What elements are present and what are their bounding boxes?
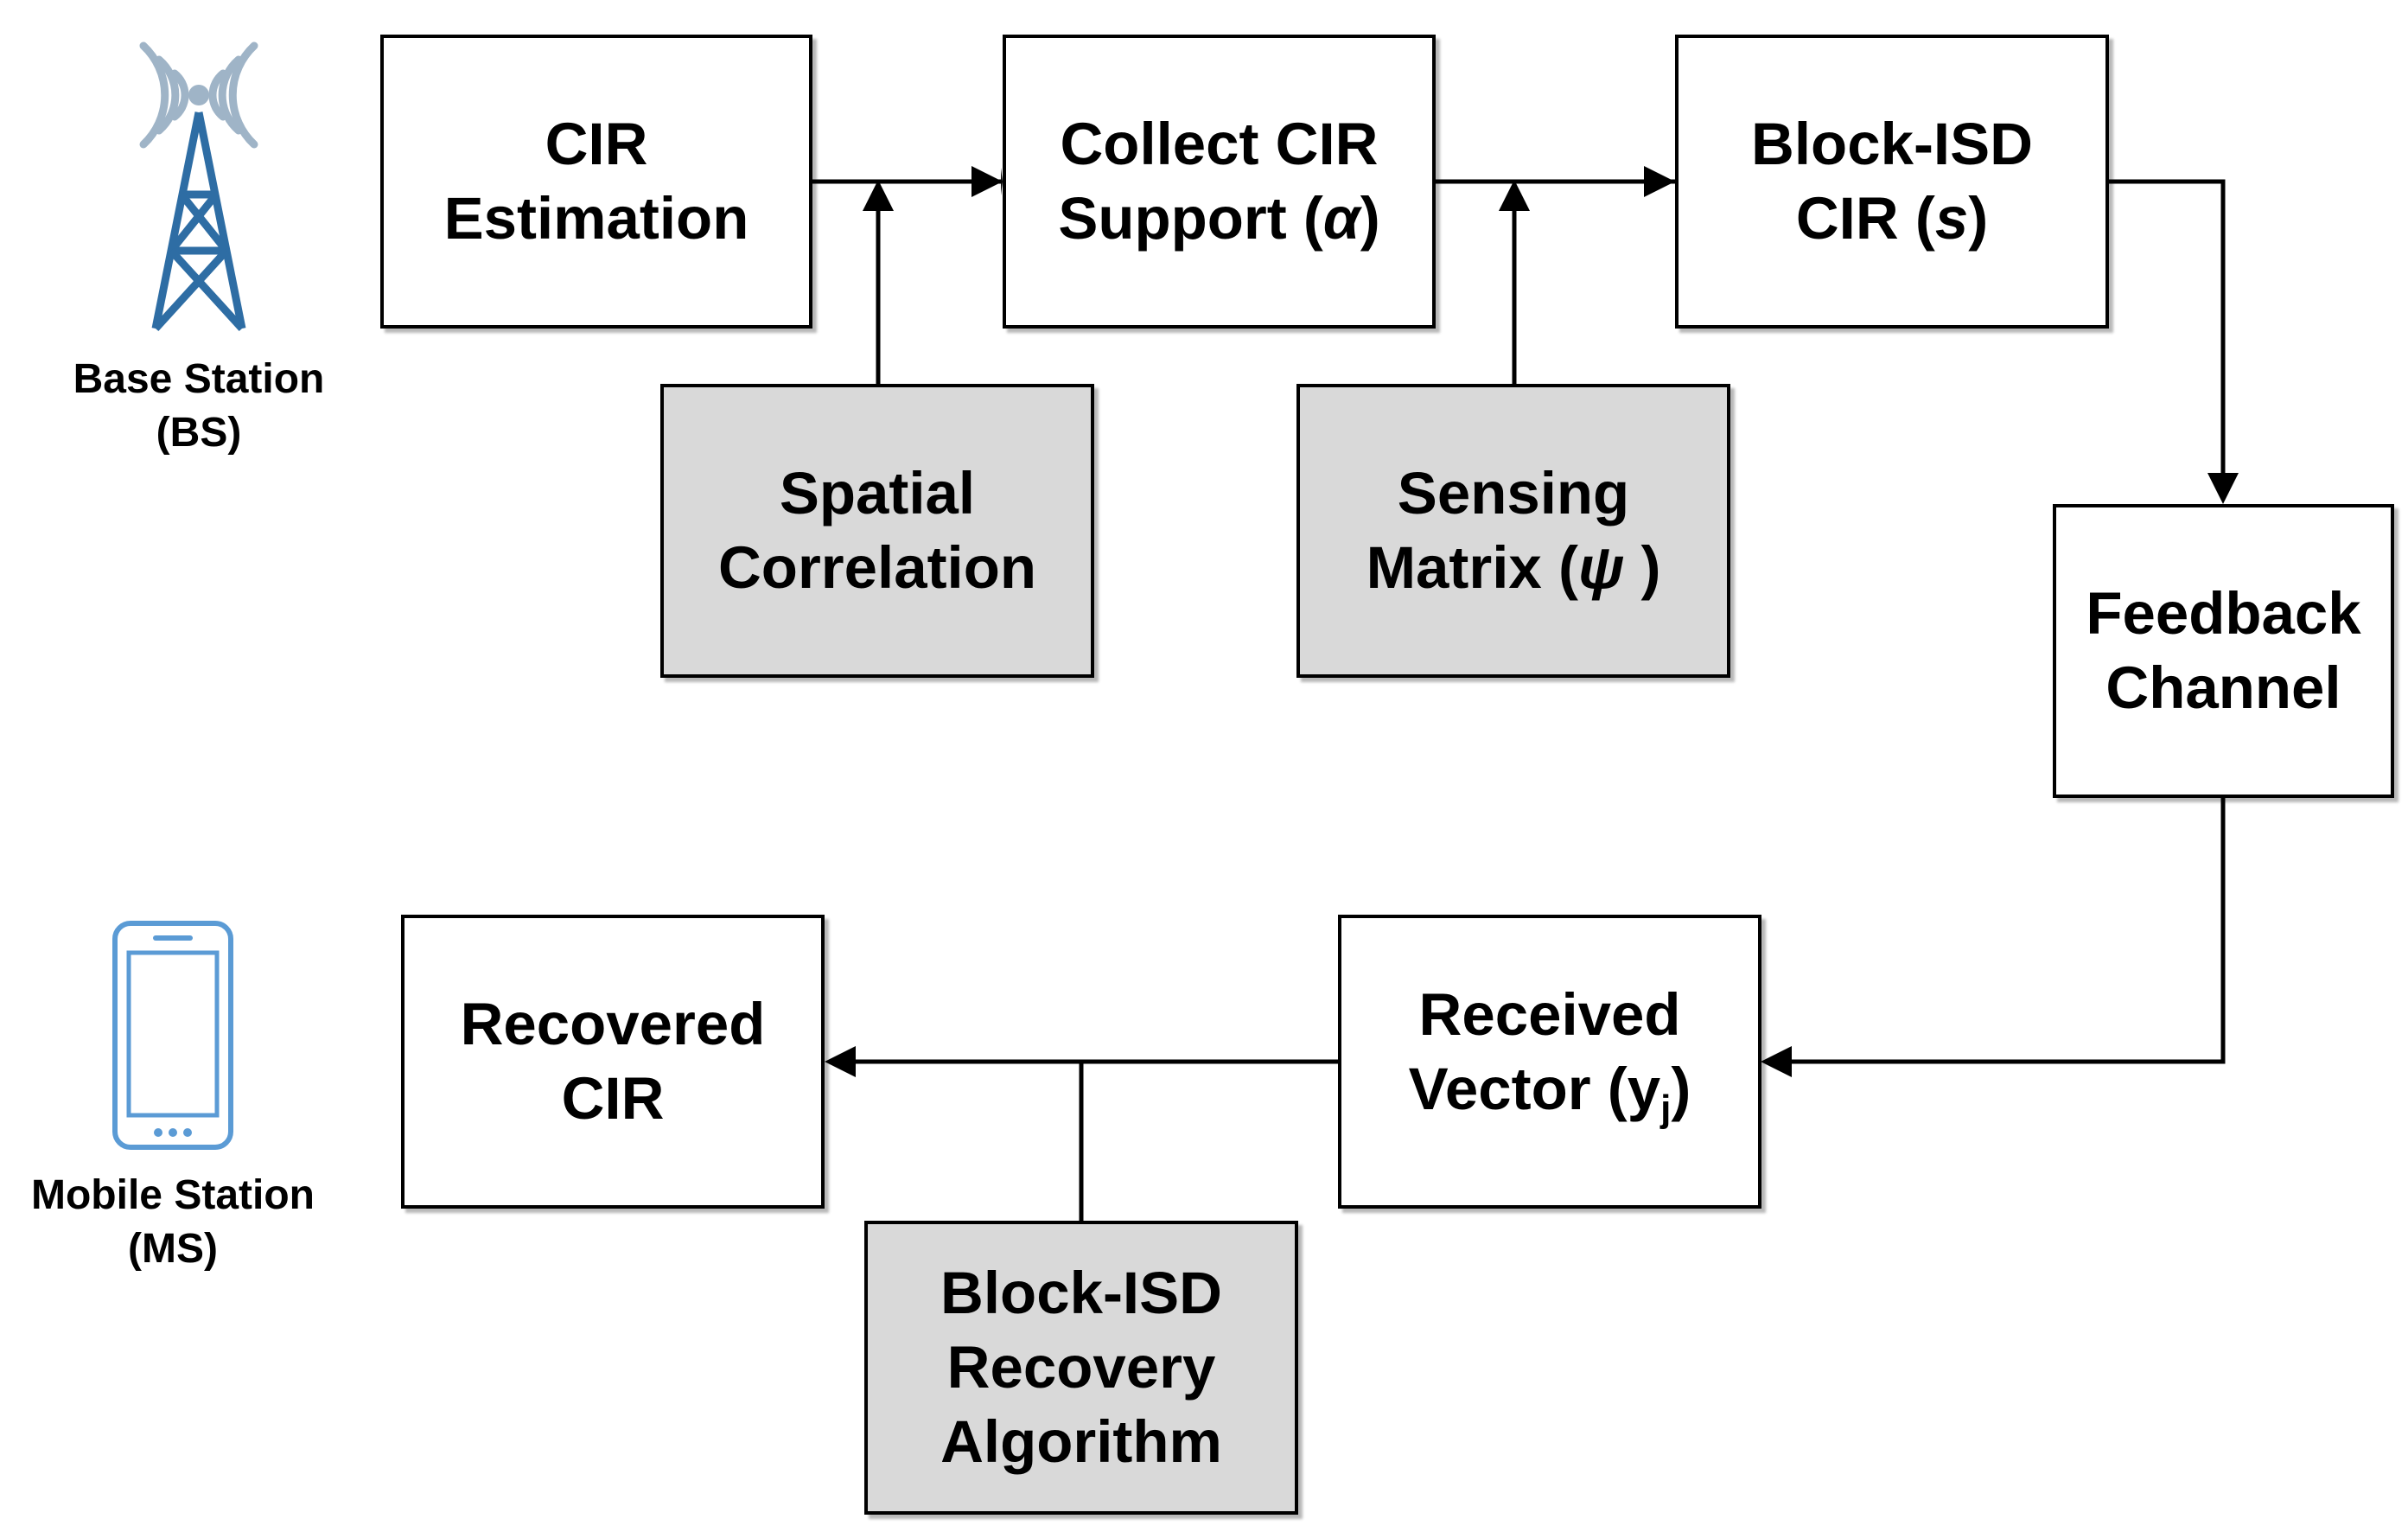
block-isd-cir-line2-text: CIR (: [1795, 185, 1935, 252]
block-isd-cir-block: Block-ISD CIR (s): [1675, 35, 2109, 329]
sensing-matrix-line2: Matrix (ψ ): [1366, 531, 1661, 605]
arrowhead-to-received: [1761, 1046, 1792, 1077]
block-isd-cir-line2-close: ): [1968, 185, 1989, 252]
arrowhead-sensing-up: [1499, 180, 1530, 211]
arrow-blockisd-to-feedback: [2102, 179, 2226, 480]
received-vector-line2-text: Vector (y: [1408, 1055, 1661, 1122]
collect-cir-support-block: Collect CIR Support (α): [1003, 35, 1436, 329]
arrow-feedback-to-received: [1789, 796, 2226, 1064]
block-isd-cir-line2: CIR (s): [1751, 182, 2033, 256]
spatial-correlation-line1: Spatial: [779, 460, 976, 526]
cir-estimation-block: CIR Estimation: [380, 35, 812, 329]
arrowhead-to-support: [971, 166, 1003, 197]
collect-support-line2-text: Support (: [1058, 185, 1323, 252]
received-vector-line1: Received: [1418, 980, 1681, 1048]
mobile-phone-icon: [112, 921, 233, 1150]
collect-support-line2: Support (α): [1058, 182, 1379, 256]
recovered-cir-line2: CIR: [561, 1065, 665, 1132]
arrowhead-spatial-up: [863, 180, 894, 211]
sensing-matrix-line2-close: ): [1624, 534, 1661, 601]
collect-support-line1: Collect CIR: [1060, 111, 1379, 177]
recovered-cir-line1: Recovered: [460, 991, 766, 1057]
cir-estimation-line2: Estimation: [443, 185, 749, 252]
arrowhead-to-feedback: [2207, 473, 2239, 504]
block-isd-cir-line1: Block-ISD: [1751, 111, 2033, 177]
mobile-station-label-line1: Mobile Station: [31, 1172, 315, 1218]
base-station-label-line1: Base Station: [73, 356, 325, 402]
feedback-channel-line1: Feedback: [2086, 580, 2361, 647]
feedback-channel-line2: Channel: [2105, 654, 2341, 721]
psi-symbol: ψ: [1577, 534, 1625, 601]
mobile-station-label-line2: (MS): [128, 1226, 218, 1272]
alpha-symbol: α: [1322, 185, 1360, 252]
collect-support-line2-close: ): [1360, 185, 1380, 252]
spatial-correlation-line2: Correlation: [717, 534, 1037, 601]
arrowhead-to-recovered: [825, 1046, 856, 1077]
base-station-label-line2: (BS): [156, 410, 242, 456]
mobile-station-label: Mobile Station (MS): [17, 1169, 328, 1276]
s-symbol: s: [1934, 185, 1969, 252]
recovery-algorithm-line3: Algorithm: [940, 1408, 1222, 1475]
spatial-correlation-block: Spatial Correlation: [660, 384, 1094, 678]
antenna-tower-icon: [139, 41, 258, 332]
j-subscript: j: [1660, 1087, 1672, 1130]
received-vector-block: Received Vector (yj): [1338, 915, 1761, 1209]
base-station-label: Base Station (BS): [52, 353, 346, 460]
cir-estimation-line1: CIR: [545, 111, 648, 177]
recovery-algorithm-line1: Block-ISD: [940, 1260, 1222, 1326]
recovered-cir-block: Recovered CIR: [401, 915, 825, 1209]
sensing-matrix-block: Sensing Matrix (ψ ): [1296, 384, 1730, 678]
sensing-matrix-line1: Sensing: [1397, 460, 1630, 526]
received-vector-line2: Vector (yj): [1409, 1052, 1691, 1146]
recovery-algorithm-line2: Recovery: [946, 1334, 1216, 1401]
recovery-algorithm-block: Block-ISD Recovery Algorithm: [864, 1221, 1298, 1515]
sensing-matrix-line2-text: Matrix (: [1366, 534, 1578, 601]
received-vector-line2-close: ): [1671, 1055, 1691, 1122]
feedback-channel-block: Feedback Channel: [2053, 504, 2394, 798]
arrowhead-to-blockisd: [1644, 166, 1675, 197]
